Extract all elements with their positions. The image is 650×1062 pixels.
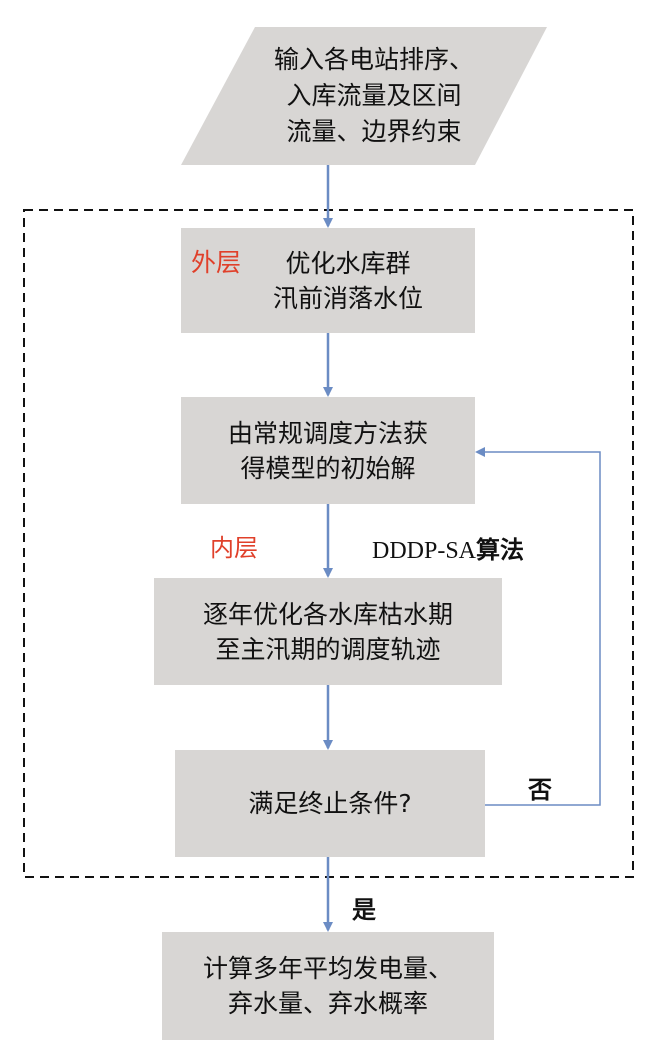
output-line: 弃水量、弃水概率 bbox=[227, 989, 428, 1018]
no-label: 否 bbox=[528, 776, 552, 804]
inner-tag: 内层 bbox=[210, 534, 258, 562]
outer-node: 外层 优化水库群 汛前消落水位 bbox=[181, 228, 475, 333]
outer-line: 汛前消落水位 bbox=[272, 283, 423, 313]
optimize-line: 逐年优化各水库枯水期 bbox=[202, 599, 453, 629]
output-line: 计算多年平均发电量、 bbox=[202, 954, 453, 983]
init-node: 由常规调度方法获 得模型的初始解 bbox=[181, 397, 475, 504]
yes-label: 是 bbox=[352, 896, 376, 924]
input-line: 入库流量及区间 bbox=[286, 81, 462, 110]
input-node: 输入各电站排序、 入库流量及区间 流量、边界约束 bbox=[181, 27, 547, 165]
optimize-node: 逐年优化各水库枯水期 至主汛期的调度轨迹 bbox=[154, 578, 502, 685]
init-line: 由常规调度方法获 bbox=[227, 418, 428, 448]
algorithm-suffix: 算法 bbox=[476, 536, 525, 564]
output-node: 计算多年平均发电量、 弃水量、弃水概率 bbox=[162, 932, 494, 1040]
check-text: 满足终止条件? bbox=[248, 789, 412, 818]
init-line: 得模型的初始解 bbox=[240, 453, 416, 483]
input-line: 输入各电站排序、 bbox=[273, 45, 474, 74]
input-line: 流量、边界约束 bbox=[286, 117, 462, 146]
outer-line: 优化水库群 bbox=[285, 248, 411, 278]
check-node: 满足终止条件? bbox=[175, 750, 485, 857]
optimize-line: 至主汛期的调度轨迹 bbox=[215, 634, 441, 664]
algorithm-label: DDDP-SA算法 bbox=[372, 530, 524, 565]
algorithm-prefix: DDDP-SA bbox=[372, 538, 477, 564]
outer-tag: 外层 bbox=[191, 248, 242, 277]
input-parallelogram bbox=[181, 27, 547, 165]
arrow-no-loop bbox=[475, 447, 601, 806]
